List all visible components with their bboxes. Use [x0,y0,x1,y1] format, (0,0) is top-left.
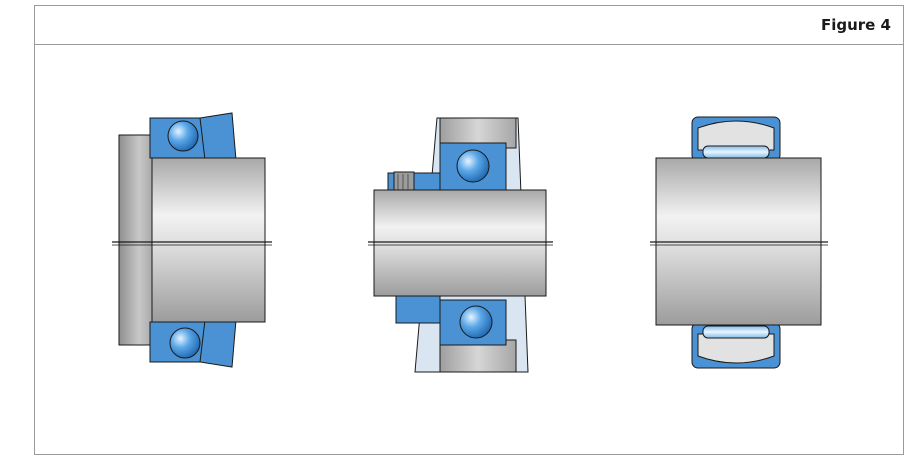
right-lower-cage [697,333,775,364]
left-upper-outer-ring [199,112,237,161]
right-upper-cage [697,120,775,151]
middle-bearing-assembly [368,117,553,373]
figure-label: Figure 4 [820,16,891,34]
right-lower-roller [702,325,770,339]
middle-upper-ball [456,149,490,183]
middle-lower-ball [459,305,493,339]
left-upper-ball [167,120,199,152]
left-lower-outer-ring [199,319,237,368]
right-upper-roller [702,145,770,159]
left-bearing-assembly [112,112,272,368]
figure-header: Figure 4 [35,6,903,45]
locking-collar-lower [395,295,441,324]
left-shaft [151,157,266,323]
left-lower-ball [169,327,201,359]
right-bearing-assembly [650,116,828,369]
middle-shaft [373,189,547,297]
